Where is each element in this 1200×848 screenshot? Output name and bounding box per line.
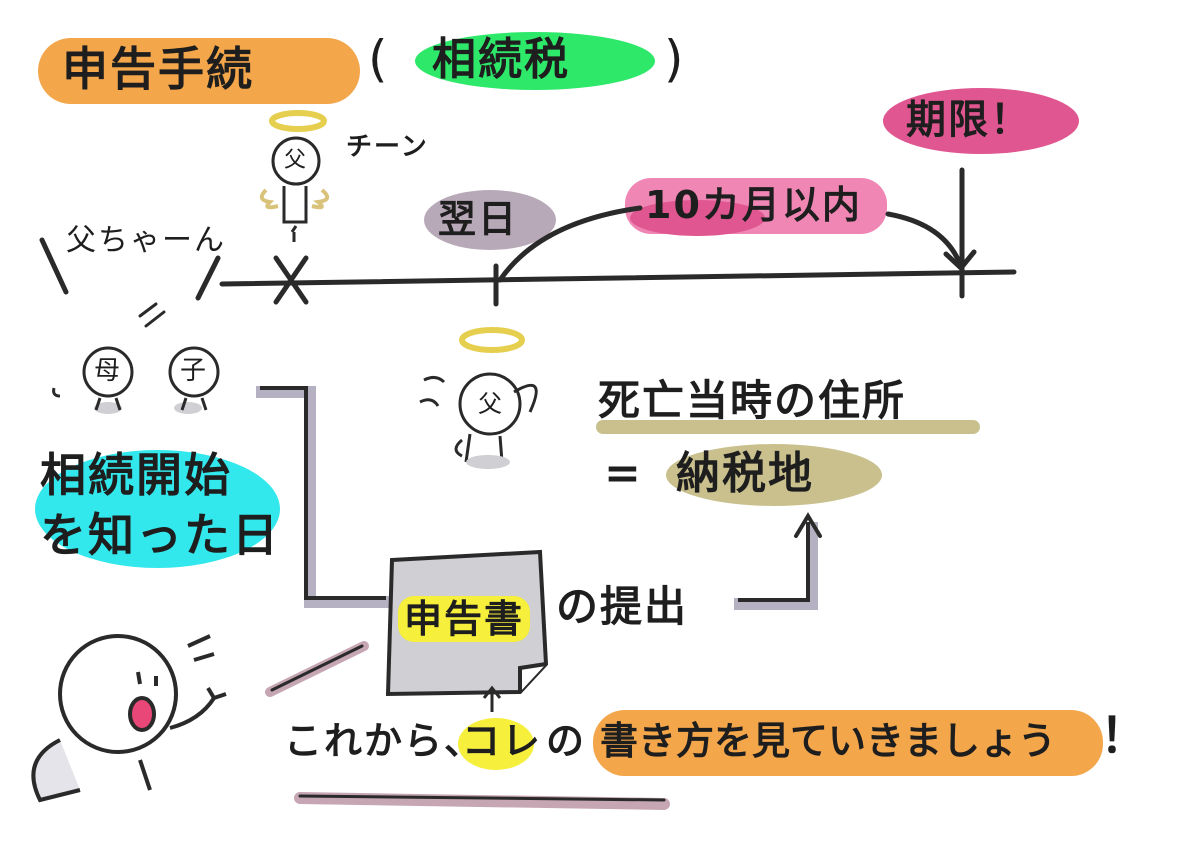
document-label: 申告書: [398, 596, 531, 642]
tax-office-label: 納税地: [676, 448, 814, 499]
tax-name-highlight: [415, 32, 655, 90]
mother-label: 母: [94, 356, 123, 386]
cry-label: 父ちゃーん: [66, 223, 226, 258]
footer-prefix: これから、: [284, 719, 485, 763]
start-date-line2: を知った日: [40, 508, 280, 562]
tax-name: 相続税: [432, 34, 570, 85]
child-figure: [168, 346, 220, 414]
period-label: 10カ月以内: [645, 183, 862, 227]
tax-office-highlight: [666, 444, 882, 506]
start-date-line1: 相続開始: [40, 448, 232, 502]
equals-sign: =: [604, 448, 643, 499]
timeline-axis: [219, 269, 1017, 287]
title-highlight: [38, 38, 360, 104]
paren-close: ): [664, 30, 686, 88]
kore-highlight: [458, 718, 534, 770]
period-arc-left: [497, 205, 643, 283]
footer-rest: 書き方を見ていきましょう: [600, 719, 1057, 763]
death-marker: [273, 255, 309, 305]
angel-father-figure: [259, 110, 330, 242]
footer-no: の: [546, 719, 587, 763]
start-date-highlight: [35, 450, 280, 568]
period-highlight-dark: [630, 200, 765, 236]
submission-label: の提出: [556, 582, 689, 631]
footer-highlight: [593, 710, 1103, 776]
address-underline: [596, 420, 980, 434]
connector-to-tax-office: [734, 522, 818, 610]
mother-figure: [82, 346, 134, 414]
next-day-label: 翌日: [438, 197, 519, 241]
deadline-highlight: [883, 88, 1079, 154]
address-label: 死亡当時の住所: [598, 376, 907, 425]
child-label: 子: [180, 356, 209, 386]
paren-open: (: [368, 30, 390, 88]
confused-angel-figure: [419, 327, 538, 469]
next-day-highlight: [424, 190, 556, 250]
father-face-2: 父: [478, 390, 504, 418]
deadline-label: 期限！: [906, 97, 1032, 143]
father-face: 父: [284, 148, 309, 173]
chime-label: チーン: [346, 132, 429, 162]
connector-to-document: [256, 386, 390, 608]
period-arc-right: [885, 211, 963, 267]
footer-bang: ！: [1100, 708, 1151, 764]
presenter-figure: [31, 634, 227, 803]
footer-kore: コレ: [462, 719, 543, 763]
page-title: 申告手続: [62, 42, 254, 96]
